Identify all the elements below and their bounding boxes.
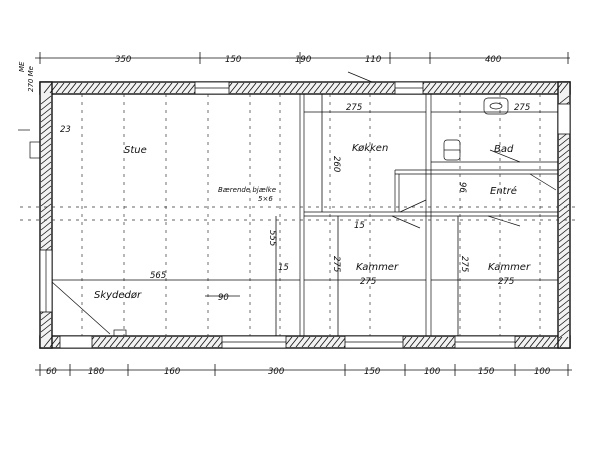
dim-bottom-4: 300 <box>268 367 284 377</box>
sink-fixture <box>483 97 509 115</box>
dim-bottom-1: 60 <box>46 367 57 377</box>
dim-bottom-7: 150 <box>478 367 494 377</box>
bottom-dimension-chain: 60 180 160 300 150 100 150 100 <box>35 364 572 377</box>
dim-top-5: 400 <box>485 55 501 65</box>
room-label-kammer-1: Kammer <box>356 262 399 273</box>
dim-inner-23: 23 <box>60 125 71 135</box>
dim-inner-275-bad: 275 <box>514 103 530 113</box>
room-label-kammer-2: Kammer <box>488 262 531 273</box>
interior-walls <box>18 71 558 337</box>
dim-inner-275-k2h: 275 <box>498 277 514 287</box>
dim-inner-90: 90 <box>218 293 229 303</box>
corner-label-me: ME <box>18 61 26 72</box>
dim-inner-96: 96 <box>457 182 467 193</box>
dim-inner-15a: 15 <box>278 263 289 273</box>
room-label-entre: Entré <box>490 185 517 197</box>
dim-bottom-2: 180 <box>88 367 104 377</box>
dim-top-4: 110 <box>365 55 381 65</box>
dim-top-3: 190 <box>295 55 311 65</box>
top-dimension-chain: 350 150 190 110 400 <box>35 52 570 65</box>
annotation-baerende-size: 5×6 <box>258 195 273 203</box>
dim-top-1: 350 <box>115 55 131 65</box>
inner-dimension-lines <box>52 94 558 336</box>
dim-inner-275-top: 275 <box>346 103 362 113</box>
dim-bottom-3: 160 <box>164 367 180 377</box>
dim-top-2: 150 <box>225 55 241 65</box>
room-label-kokken: Køkken <box>352 143 388 154</box>
dim-bottom-8: 100 <box>534 367 550 377</box>
annotation-baerende: Bærende bjælke <box>218 186 276 194</box>
dim-inner-275-k2v: 275 <box>459 256 469 272</box>
dim-inner-260: 260 <box>331 156 341 172</box>
dim-bottom-5: 150 <box>364 367 380 377</box>
corner-label-num: 270 Me <box>27 66 35 92</box>
dim-inner-275-k1h: 275 <box>360 277 376 287</box>
dim-inner-275-k1v: 275 <box>331 256 341 272</box>
annotation-skydedor: Skydedør <box>94 290 142 301</box>
room-label-bad: Bad <box>494 144 514 155</box>
dim-inner-555: 555 <box>267 230 277 246</box>
room-label-stue: Stue <box>124 145 147 156</box>
outer-walls <box>39 81 571 349</box>
dim-bottom-6: 100 <box>424 367 440 377</box>
bathroom-fixtures <box>443 97 509 161</box>
dim-inner-15b: 15 <box>354 221 365 231</box>
dim-inner-565: 565 <box>150 271 166 281</box>
